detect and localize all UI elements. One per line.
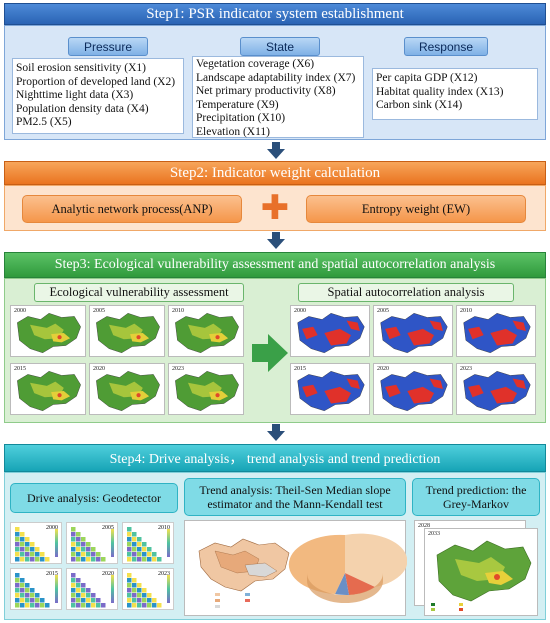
saa-map: 2023 [456,363,536,415]
prediction-year: 2028 [418,523,430,529]
saa-map: 2020 [373,363,453,415]
plus-icon: ✚ [260,188,290,228]
geodetector-heatmap: 2010 [122,522,174,564]
step4-title: Step4: Drive analysis， trend analysis an… [109,452,441,467]
step2-title: Step2: Indicator weight calculation [169,164,381,181]
heatmap-year: 2023 [158,571,170,577]
map-year: 2015 [14,366,26,372]
saa-map: 2000 [290,305,370,357]
indicator-x7: Landscape adaptability index (X7) [196,71,356,84]
indicator-x8: Net primary productivity (X8) [196,85,336,98]
indicator-x4: Population density data (X4) [16,102,149,115]
indicator-x3: Nighttime light data (X3) [16,89,134,102]
prediction-map-front: 2033 [424,528,538,616]
geodetector-heatmap: 2000 [10,522,62,564]
eva-map: 2023 [168,363,244,415]
indicator-x11: Elevation (X11) [196,125,270,138]
geodetector-heatmap: 2015 [10,568,62,610]
geodetector-heatmap: 2020 [66,568,118,610]
map-year: 2005 [377,308,389,314]
saa-map: 2010 [456,305,536,357]
geodetector-heatmap: 2005 [66,522,118,564]
heatmap-year: 2010 [158,525,170,531]
map-year: 2000 [294,308,306,314]
step1-title: Step1: PSR indicator system establishmen… [146,5,404,22]
arrow-down-icon [267,232,285,249]
map-year: 2015 [294,366,306,372]
arrow-right-icon [252,334,288,372]
response-label: Response [404,37,488,56]
indicator-x14: Carbon sink (X14) [376,99,463,112]
prediction-figure: 2028 2033 [414,520,540,616]
map-year: 2020 [377,366,389,372]
map-year: 2010 [460,308,472,314]
state-box [192,56,364,138]
eva-map: 2010 [168,305,244,357]
state-list: Vegetation coverage (X6) Landscape adapt… [196,58,355,140]
map-year: 2023 [460,366,472,372]
step4-header: Step4: Drive analysis， trend analysis an… [4,444,546,472]
step3-header: Step3: Ecological vulnerability assessme… [4,252,546,278]
geodetector-heatmap: 2023 [122,568,174,610]
response-list: Per capita GDP (X12) Habitat quality ind… [376,72,503,113]
eva-map: 2000 [10,305,86,357]
eva-map: 2005 [89,305,165,357]
heatmap-year: 2005 [102,525,114,531]
indicator-x13: Habitat quality index (X13) [376,85,504,98]
eva-map: 2020 [89,363,165,415]
indicator-x9: Temperature (X9) [196,98,279,111]
pred-label: Trend prediction: the Grey-Markov [412,478,540,516]
indicator-x12: Per capita GDP (X12) [376,72,478,84]
arrow-down-icon [267,424,285,441]
indicator-x5: PM2.5 (X5) [16,116,72,129]
eva-map: 2015 [10,363,86,415]
prediction-year: 2033 [428,531,440,537]
heatmap-year: 2020 [102,571,114,577]
step1-header: Step1: PSR indicator system establishmen… [4,3,546,25]
heatmap-year: 2015 [46,571,58,577]
saa-map: 2005 [373,305,453,357]
eva-label: Ecological vulnerability assessment [34,283,244,302]
indicator-x1: Soil erosion sensitivity (X1) [16,62,147,74]
map-year: 2005 [93,308,105,314]
response-box [372,68,538,120]
indicator-x2: Proportion of developed land (X2) [16,75,176,88]
trend-map-and-pie [198,533,408,608]
map-year: 2020 [93,366,105,372]
pressure-label: Pressure [68,37,148,56]
indicator-x10: Precipitation (X10) [196,112,286,125]
trend-label: Trend analysis: Theil-Sen Median slope e… [184,478,406,516]
trend-figure [184,520,408,616]
indicator-x6: Vegetation coverage (X6) [196,58,315,70]
step2-header: Step2: Indicator weight calculation [4,161,546,185]
anp-method: Analytic network process(ANP) [22,195,242,223]
heatmap-year: 2000 [46,525,58,531]
saa-map: 2015 [290,363,370,415]
drive-label: Drive analysis: Geodetector [10,483,178,513]
pressure-list: Soil erosion sensitivity (X1) Proportion… [16,62,175,130]
pressure-box [12,58,184,134]
map-year: 2010 [172,308,184,314]
arrow-down-icon [267,142,285,159]
state-label: State [240,37,320,56]
map-year: 2000 [14,308,26,314]
saa-label: Spatial autocorrelation analysis [298,283,514,302]
step3-title: Step3: Ecological vulnerability assessme… [54,257,496,272]
ew-method: Entropy weight (EW) [306,195,526,223]
map-year: 2023 [172,366,184,372]
